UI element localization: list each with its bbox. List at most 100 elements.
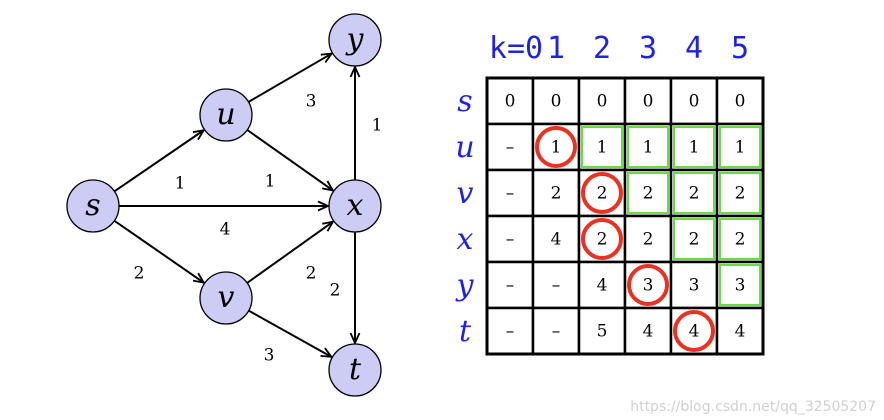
node-circle xyxy=(199,88,253,142)
column-header-k-0: k=0 xyxy=(489,31,543,66)
edge-s-v xyxy=(113,219,203,283)
table-cell-y-2 xyxy=(577,260,627,310)
cell-value-v-3: 2 xyxy=(643,184,654,204)
edge-weight-v-t: 3 xyxy=(264,346,275,366)
cell-value-t-2: 5 xyxy=(597,322,608,342)
node-label-u: u xyxy=(216,97,235,132)
node-label-t: t xyxy=(349,352,362,387)
cell-value-t-5: 4 xyxy=(735,322,746,342)
cell-value-y-3: 3 xyxy=(643,276,654,296)
cell-value-u-4: 1 xyxy=(689,138,700,158)
cell-value-s-0: 0 xyxy=(505,92,516,112)
watermark-text: https://blog.csdn.net/qq_32505207 xyxy=(630,399,876,415)
edge-u-x xyxy=(246,129,333,190)
edge-s-u xyxy=(113,130,203,193)
cell-value-s-1: 0 xyxy=(551,92,562,112)
column-header-k-5: 5 xyxy=(731,31,749,66)
edge-u-y xyxy=(247,54,331,103)
node-circle xyxy=(199,271,253,325)
cell-value-t-1: – xyxy=(552,322,561,342)
edge-weight-x-t: 2 xyxy=(330,281,341,301)
row-label-t: t xyxy=(459,314,472,349)
edge-v-x xyxy=(246,222,333,284)
row-label-s: s xyxy=(457,84,472,119)
highlight-circle xyxy=(581,218,623,260)
row-label-v: v xyxy=(457,176,474,211)
graph-node-x: x xyxy=(328,179,382,233)
table-cell-y-4 xyxy=(669,260,719,310)
cell-value-x-4: 2 xyxy=(689,230,700,250)
node-circle xyxy=(328,343,382,397)
cell-value-v-1: 2 xyxy=(551,184,562,204)
row-label-u: u xyxy=(455,130,474,165)
graph-node-t: t xyxy=(328,343,382,397)
graph-node-u: u xyxy=(199,88,253,142)
cell-value-y-5: 3 xyxy=(735,276,746,296)
edge-weight-v-x: 2 xyxy=(306,264,317,284)
cell-value-v-5: 2 xyxy=(735,184,746,204)
cell-value-x-0: – xyxy=(506,230,515,250)
column-header-k-1: 1 xyxy=(547,31,565,66)
cell-value-t-3: 4 xyxy=(643,322,654,342)
edge-weight-s-v: 2 xyxy=(134,264,145,284)
stable-cell-highlight xyxy=(719,264,761,306)
column-header-k-3: 3 xyxy=(639,31,657,66)
column-header-k-2: 2 xyxy=(593,31,611,66)
cell-value-s-4: 0 xyxy=(689,92,700,112)
table-cell-x-4 xyxy=(669,214,719,264)
stable-cell-highlight xyxy=(719,218,761,260)
stable-cell-highlight xyxy=(581,126,623,168)
highlight-circle xyxy=(673,310,715,352)
stable-cell-highlight xyxy=(673,172,715,214)
table-cell-y-3 xyxy=(623,260,673,310)
node-label-x: x xyxy=(347,188,364,223)
cell-value-t-4: 4 xyxy=(689,322,700,342)
highlight-circle xyxy=(581,172,623,214)
cell-value-v-4: 2 xyxy=(689,184,700,204)
cell-value-x-3: 2 xyxy=(643,230,654,250)
edge-weight-u-y: 3 xyxy=(306,92,317,112)
graph-node-s: s xyxy=(66,179,120,233)
column-header-k-4: 4 xyxy=(685,31,703,66)
node-label-s: s xyxy=(85,188,100,223)
edge-v-t xyxy=(248,309,332,357)
cell-value-v-0: – xyxy=(506,184,515,204)
table-cell-s-1 xyxy=(531,76,581,126)
highlight-circle xyxy=(627,264,669,306)
edge-weight-s-u: 1 xyxy=(175,174,186,194)
cell-value-u-0: – xyxy=(506,138,515,158)
cell-value-u-5: 1 xyxy=(735,138,746,158)
graph-node-v: v xyxy=(199,271,253,325)
cell-value-y-1: – xyxy=(552,276,561,296)
edge-weight-s-x: 4 xyxy=(220,220,231,240)
cell-value-v-2: 2 xyxy=(597,184,608,204)
cell-value-x-1: 4 xyxy=(551,230,562,250)
cell-value-u-1: 1 xyxy=(551,138,562,158)
highlight-circle xyxy=(535,126,577,168)
cell-value-s-5: 0 xyxy=(735,92,746,112)
cell-value-x-2: 2 xyxy=(597,230,608,250)
node-label-v: v xyxy=(218,280,235,315)
node-circle xyxy=(328,179,382,233)
cell-value-x-5: 2 xyxy=(735,230,746,250)
node-circle xyxy=(66,179,120,233)
graph-edges xyxy=(113,54,355,357)
stable-cell-highlight xyxy=(719,126,761,168)
cell-value-y-4: 3 xyxy=(689,276,700,296)
cell-value-y-0: – xyxy=(506,276,515,296)
cell-value-y-2: 4 xyxy=(597,276,608,296)
cell-value-s-3: 0 xyxy=(643,92,654,112)
table-cell-x-2 xyxy=(577,214,627,264)
cell-value-u-2: 1 xyxy=(597,138,608,158)
row-label-y: y xyxy=(455,268,475,303)
cell-value-s-2: 0 xyxy=(597,92,608,112)
stable-cell-highlight xyxy=(627,126,669,168)
cell-value-u-3: 1 xyxy=(643,138,654,158)
cell-value-t-0: – xyxy=(506,322,515,342)
stable-cell-highlight xyxy=(673,126,715,168)
stable-cell-highlight xyxy=(719,172,761,214)
